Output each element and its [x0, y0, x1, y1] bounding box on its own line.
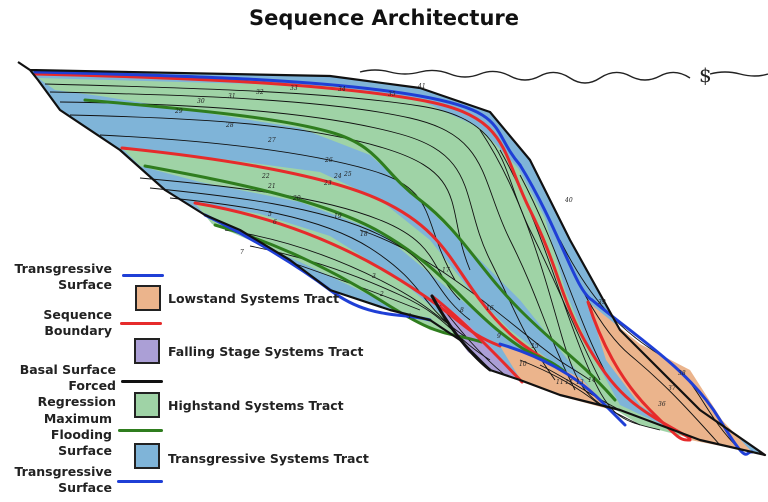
bed-number-label: 21: [267, 183, 276, 190]
transgressive-surface-line: [518, 163, 594, 302]
bed-number-label: 15: [531, 343, 539, 350]
bed-number-label: 36: [658, 401, 666, 408]
bed-number-label: 5: [268, 211, 272, 218]
legend-highstand-label: Highstand Systems Tract: [168, 398, 344, 413]
bedding-line: [99, 134, 456, 281]
bedding-line: [169, 197, 451, 326]
bed-number-label: 24: [333, 173, 342, 180]
bed-number-label: 32: [256, 89, 264, 96]
bed-number-label: 3: [372, 273, 376, 280]
bed-number-label: 10: [519, 361, 527, 368]
bed-number-label: 8: [460, 307, 464, 314]
bed-number-label: 7: [240, 249, 244, 256]
bed-number-label: 38: [678, 370, 686, 377]
legend-falling-stage-label: Falling Stage Systems Tract: [168, 344, 364, 359]
bedding-line: [539, 364, 621, 411]
bed-number-label: 23: [323, 180, 332, 187]
bed-number-label: 22: [261, 173, 270, 180]
sequence-boundary-line: [586, 300, 692, 442]
transgressive-surface-line: [33, 70, 522, 167]
bed-number-label: 27: [267, 137, 276, 144]
transgressive-surface-line: [498, 342, 627, 427]
bed-number-label: 12: [565, 379, 573, 386]
bedding-line: [224, 229, 471, 341]
diagram-title: Sequence Architecture: [248, 6, 520, 30]
bed-number-label: 40: [564, 197, 573, 204]
sequence-boundary-line: [120, 146, 567, 374]
bedding-line: [59, 101, 556, 381]
key-surfaces: [33, 70, 754, 456]
bed-number-label: 19: [334, 213, 342, 220]
bed-number-label: 28: [225, 122, 234, 129]
bed-number-label: 20: [292, 195, 301, 202]
bed-number-label: 14: [588, 377, 596, 384]
bedding-line: [49, 91, 576, 391]
bed-number-label: 16: [486, 305, 494, 312]
bedding-line: [69, 114, 471, 271]
bedding-line: [519, 359, 601, 406]
transgressive-surface-line: [590, 298, 754, 456]
legend-transgressive-surface-line-bottom: [117, 480, 163, 483]
bed-number-label: 33: [290, 85, 298, 92]
sequence-boundary-line: [430, 294, 524, 384]
legend-lowstand-label: Lowstand Systems Tract: [168, 291, 340, 306]
bed-number-label: 25: [343, 171, 352, 178]
legend-highstand-swatch: [134, 392, 160, 418]
legend-max-flooding-line: [118, 429, 163, 432]
bedding-line: [44, 83, 601, 381]
legend-transgressive-tract-swatch: [134, 443, 160, 469]
max-flooding-surface-line: [83, 98, 617, 402]
bed-number-label: 2: [379, 291, 384, 298]
bed-number-label: 26: [324, 157, 333, 164]
lowstand-tract-lower: [500, 346, 612, 410]
bed-number-label: 17: [442, 267, 450, 274]
bed-number-label: 37: [668, 385, 676, 392]
bed-number-label: 39: [598, 299, 606, 306]
bed-number-label: 35: [388, 91, 396, 98]
bed-number-label: 11: [556, 379, 564, 386]
sea-level-symbol: $: [699, 63, 712, 87]
bed-number-label: 1: [408, 313, 412, 320]
legend-transgressive-surface-line: [122, 274, 164, 277]
bed-number-label: 13: [576, 379, 584, 386]
sequence-boundary-line: [33, 72, 692, 440]
bed-number-label: 30: [197, 98, 205, 105]
highstand-tract-upper: [38, 78, 690, 438]
bedding-line: [149, 187, 471, 321]
bedding-line: [519, 174, 611, 381]
legend-lowstand-swatch: [135, 285, 161, 311]
bed-number-label: 31: [228, 93, 236, 100]
sea-level-line: [359, 69, 768, 84]
max-flooding-surface-line: [143, 164, 567, 374]
legend-transgressive-tract-label: Transgressive Systems Tract: [168, 451, 369, 466]
bed-number-label: 34: [338, 86, 346, 93]
bed-number-label: 29: [174, 108, 183, 115]
bed-number-label: 6: [273, 219, 277, 226]
bed-number-label: 9: [497, 333, 501, 340]
wedge-outline: [17, 61, 767, 457]
bed-number-label: 18: [360, 231, 368, 238]
legend-sequence-boundary-line: [120, 322, 162, 325]
legend-falling-stage-swatch: [134, 338, 160, 364]
bed-number-label: 41: [417, 83, 426, 90]
legend-basal-surface-line: [121, 380, 163, 383]
